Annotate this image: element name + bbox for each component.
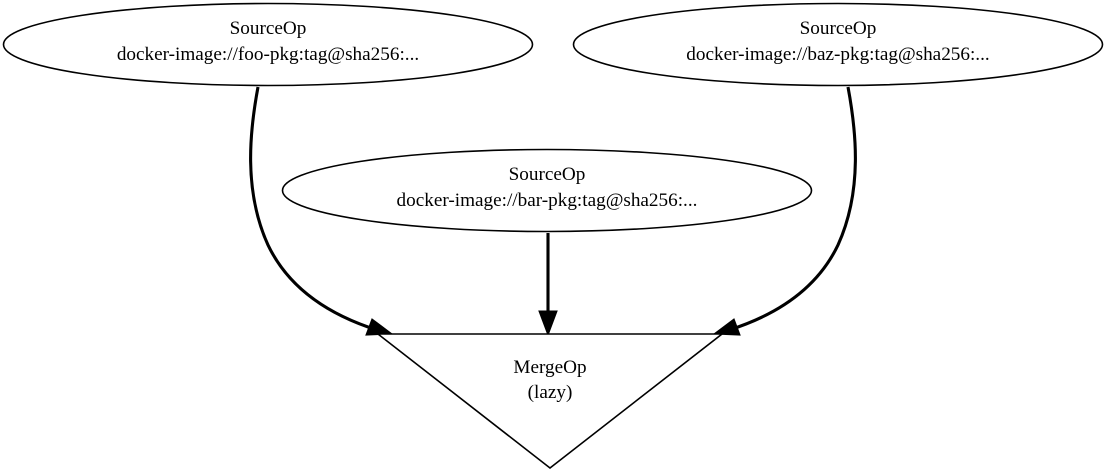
- edge-layer: [249, 86, 857, 337]
- node-merge-op-invtriangle: [375, 333, 725, 470]
- node-source-foo-label-line2: docker-image://foo-pkg:tag@sha256:...: [117, 44, 419, 65]
- node-source-bar-label-line1: SourceOp: [509, 164, 586, 185]
- node-source-baz-label-line2: docker-image://baz-pkg:tag@sha256:...: [686, 44, 989, 65]
- edge-bar-to-merge[interactable]: [538, 233, 558, 337]
- node-source-bar-ellipse: [281, 148, 813, 233]
- edge-baz-to-merge-arrowhead: [712, 318, 741, 336]
- edge-foo-to-merge-arrowhead: [365, 318, 394, 336]
- node-merge-op-label-line2: (lazy): [528, 382, 573, 403]
- edge-baz-to-merge[interactable]: [712, 86, 857, 336]
- edge-foo-to-merge-path: [249, 86, 378, 332]
- node-merge-op-label-line1: MergeOp: [513, 357, 586, 378]
- node-source-foo[interactable]: SourceOp docker-image://foo-pkg:tag@sha2…: [2, 2, 534, 87]
- node-source-foo-label-line1: SourceOp: [230, 18, 307, 39]
- node-source-baz-ellipse: [572, 2, 1104, 87]
- edge-bar-to-merge-arrowhead: [538, 310, 558, 337]
- node-merge-op[interactable]: MergeOp (lazy): [375, 333, 725, 470]
- node-source-foo-ellipse: [2, 2, 534, 87]
- node-source-baz-label-line1: SourceOp: [800, 18, 877, 39]
- node-source-bar-label-line2: docker-image://bar-pkg:tag@sha256:...: [397, 190, 698, 211]
- node-source-bar[interactable]: SourceOp docker-image://bar-pkg:tag@sha2…: [281, 148, 813, 233]
- edge-baz-to-merge-path: [728, 86, 857, 332]
- node-source-baz[interactable]: SourceOp docker-image://baz-pkg:tag@sha2…: [572, 2, 1104, 87]
